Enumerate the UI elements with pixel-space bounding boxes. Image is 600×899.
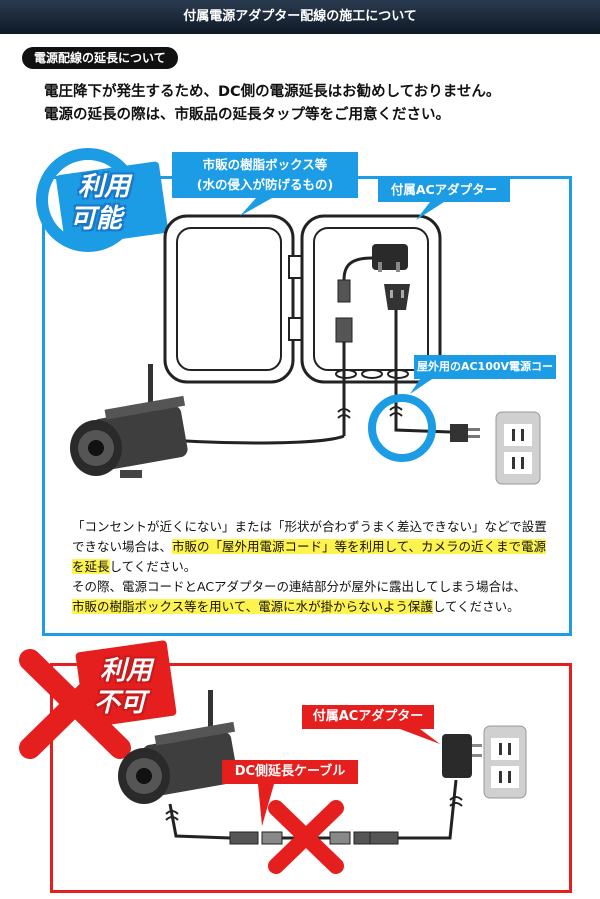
allowed-text-line4: その際、電源コードとACアダプターの連結部分が屋外に露出してしまう場合は、 (72, 579, 527, 594)
wall-outlet-ng-icon (483, 725, 527, 799)
allowed-text-line5a: 市販の樹脂ボックス等を用いて、電源に水が掛からないよう保護 (72, 599, 433, 614)
allowed-text-line2b: 市販の「屋外用電源コード」等を利用して、カメラの近くまで電源 (172, 539, 547, 554)
wall-outlet-icon (495, 411, 541, 485)
allowed-text-line3: を延長してください。 (72, 556, 196, 575)
section-heading: 電源配線の延長について (22, 47, 178, 69)
camera-ng-icon (118, 690, 238, 804)
resin-box-callout-line2: (水の侵入が防げるもの) (196, 177, 334, 192)
ac-adapter-callout: 付属ACアダプター (378, 178, 510, 202)
ng-badge-line1: 利用 (100, 656, 153, 686)
allowed-text-line2: できない場合は、市販の「屋外用電源コード」等を利用して、カメラの近くまで電源 (72, 536, 547, 555)
power-plug-icon (450, 424, 480, 442)
ng-badge-line2: 不可 (94, 688, 147, 718)
allowed-text-line2a: できない場合は、 (72, 539, 173, 554)
dc-extension-callout: DC側延長ケーブル (222, 760, 358, 784)
ok-circle-icon (36, 148, 168, 252)
ok-badge-line1: 利用 (78, 172, 131, 202)
header-bar: 付属電源アダプター配線の施工について (0, 0, 600, 34)
page-title: 付属電源アダプター配線の施工について (183, 9, 417, 24)
resin-box-callout: 市販の樹脂ボックス等 (水の侵入が防げるもの) (172, 152, 358, 198)
outdoor-cord-callout: 屋外用のAC100V電源コード (414, 355, 556, 397)
allowed-text-line5: 市販の樹脂ボックス等を用いて、電源に水が掛からないよう保護してください。 (72, 596, 520, 615)
intro-line-1: 電圧降下が発生するため、DC側の電源延長はお勧めしておりません。 (44, 84, 501, 100)
allowed-text-line3b: してください。 (109, 559, 197, 574)
resin-box-callout-line1: 市販の樹脂ボックス等 (202, 157, 328, 172)
ng-cross-icon (19, 640, 177, 759)
allowed-text-line1: 「コンセントが近くにない」または「形状が合わずうまく差込できない」などで設置 (72, 519, 547, 534)
intro-line-2: 電源の延長の際は、市販品の延長タップ等をご用意ください。 (44, 107, 450, 123)
allowed-text-line5b: してください。 (432, 599, 520, 614)
not-allowed-panel (50, 663, 572, 893)
ok-badge-line2: 可能 (70, 204, 123, 234)
allowed-text-line3a: を延長 (72, 559, 110, 574)
ac-adapter-icon (372, 244, 410, 310)
camera-icon (70, 364, 188, 478)
ac-adapter-ng-callout: 付属ACアダプター (302, 705, 434, 729)
ac-adapter-ng-icon (442, 734, 482, 778)
